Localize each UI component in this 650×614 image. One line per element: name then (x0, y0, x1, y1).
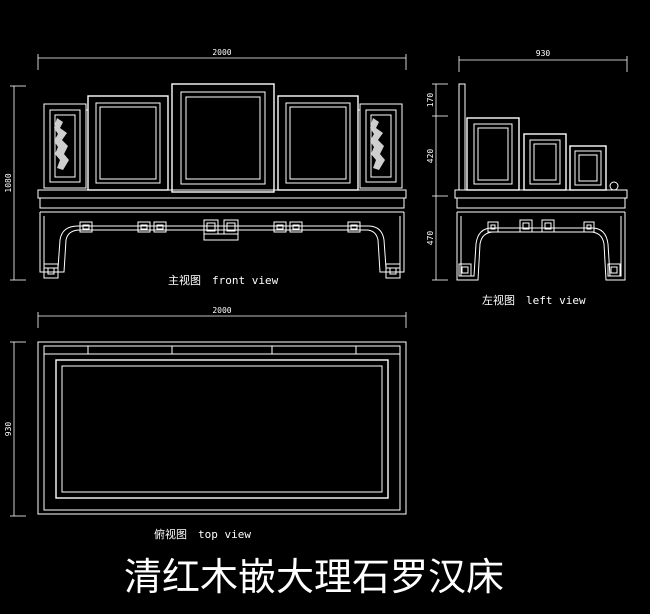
left-dim-470: 470 (426, 231, 435, 246)
front-height-dimension: 1080 (4, 85, 26, 281)
front-width-dimension: 2000 (37, 48, 407, 70)
left-height-dimensions: 170 420 470 (426, 83, 448, 281)
top-view-label: 俯视图 top view (154, 527, 251, 541)
top-view: 2000 930 俯视图 top view (4, 306, 407, 541)
front-height-text: 1080 (4, 173, 13, 192)
front-width-text: 2000 (212, 48, 231, 57)
top-depth-text: 930 (4, 422, 13, 437)
left-dim-420: 420 (426, 149, 435, 164)
left-view: 930 170 420 470 (426, 49, 628, 307)
top-width-text: 2000 (212, 306, 231, 315)
left-view-label: 左视图 left view (482, 293, 586, 307)
top-width-dimension: 2000 (37, 306, 407, 328)
front-back-panels (43, 83, 403, 193)
front-seat (37, 189, 407, 213)
front-apron (39, 212, 405, 279)
front-fret-motifs (79, 219, 361, 241)
top-depth-dimension: 930 (4, 341, 26, 517)
left-width-dimension: 930 (458, 49, 628, 72)
front-view: 2000 1080 (4, 48, 407, 287)
front-view-label: 主视图 front view (168, 273, 279, 287)
left-dim-170: 170 (426, 93, 435, 108)
left-width-text: 930 (536, 49, 551, 58)
drawing-title: 清红木嵌大理石罗汉床 (124, 555, 504, 599)
